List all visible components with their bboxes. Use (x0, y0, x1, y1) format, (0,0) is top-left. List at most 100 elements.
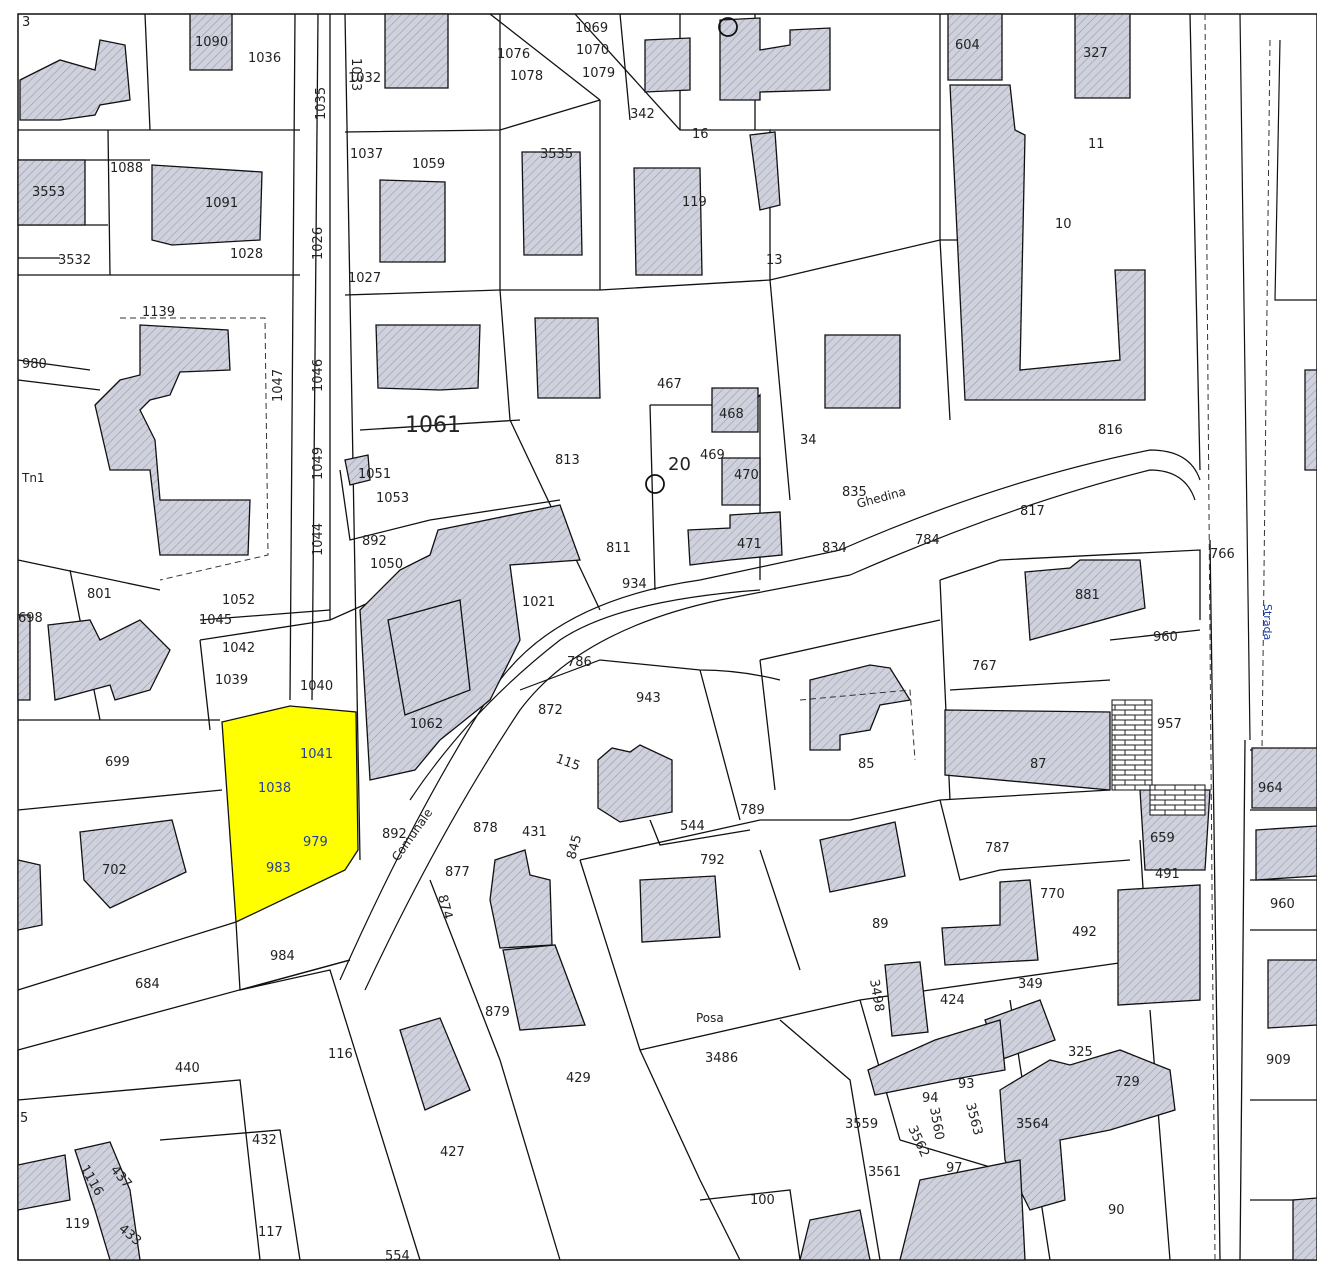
parcel-label: 834 (822, 541, 847, 556)
parcel-label: 816 (1098, 423, 1123, 438)
parcel-label: 1050 (370, 557, 403, 572)
parcel-label: 5 (20, 1111, 28, 1126)
building (74, 1141, 141, 1261)
parcel-label: 699 (105, 755, 130, 770)
parcel-label: 1047 (271, 369, 286, 402)
parcel-label: 813 (555, 453, 580, 468)
building (502, 944, 586, 1031)
parcel-label: 492 (1072, 925, 1097, 940)
brick-wall (1111, 699, 1153, 791)
parcel-label: 470 (734, 468, 759, 483)
parcel-label: 881 (1075, 588, 1100, 603)
parcel-label: 431 (522, 825, 547, 840)
parcel-label: 1038 (258, 781, 291, 796)
building (949, 84, 1146, 401)
building (17, 614, 31, 701)
parcel-label: 1062 (410, 717, 443, 732)
building (1024, 559, 1146, 641)
building (151, 164, 263, 246)
building (534, 317, 601, 399)
parcel-label: 892 (362, 534, 387, 549)
parcel-label: 1090 (195, 35, 228, 50)
parcel-labels: 3 1090 1036 1035 1033 1032 1069 1076 107… (18, 15, 1295, 1264)
parcel-label: 94 (922, 1091, 939, 1106)
parcel-boundaries (17, 13, 1317, 1261)
parcel-label: 604 (955, 38, 980, 53)
building (384, 13, 449, 89)
parcel-label: 1078 (510, 69, 543, 84)
building (799, 1209, 871, 1261)
parcel-label: 729 (1115, 1075, 1140, 1090)
parcel-label: 1035 (314, 87, 329, 120)
parcel-label: 792 (700, 853, 725, 868)
building (1267, 959, 1317, 1029)
parcel-label: 469 (700, 448, 725, 463)
parcel-label: 1091 (205, 196, 238, 211)
dashed-outline (799, 689, 916, 761)
parcel-label: 1070 (576, 43, 609, 58)
road-comunale-edge-b (364, 469, 1196, 991)
parcel-label: 877 (445, 865, 470, 880)
parcel-label: 1027 (348, 271, 381, 286)
parcel-label: 1079 (582, 66, 615, 81)
building (819, 821, 906, 893)
parcel-label: 87 (1030, 757, 1047, 772)
parcel-label: 811 (606, 541, 631, 556)
parcel-label: 11 (1088, 137, 1105, 152)
parcel-label: 979 (303, 835, 328, 850)
parcel-label: 429 (566, 1071, 591, 1086)
parcel-label: 3561 (868, 1165, 901, 1180)
survey-marker-icon[interactable] (718, 17, 738, 37)
building (947, 13, 1003, 81)
parcel-label: 878 (473, 821, 498, 836)
parcel-label: 325 (1068, 1045, 1093, 1060)
parcel-label: 964 (1258, 781, 1283, 796)
parcel-label: 789 (740, 803, 765, 818)
parcel-label: 1026 (311, 227, 326, 260)
parcel-label: 3 (22, 15, 30, 30)
parcel-label: 1052 (222, 593, 255, 608)
parcel-label: 1033 (348, 58, 363, 91)
dashed-boundary (1204, 13, 1271, 1261)
parcel-label: 960 (1153, 630, 1178, 645)
parcel-label: 872 (538, 703, 563, 718)
parcel-label: 1037 (350, 147, 383, 162)
buildings (17, 13, 1317, 1261)
parcel-label: 892 (382, 827, 407, 842)
parcel-label: 1036 (248, 51, 281, 66)
parcel-label: 117 (258, 1225, 283, 1240)
parcel-label: 1028 (230, 247, 263, 262)
building (687, 511, 783, 566)
parcel-label: 10 (1055, 217, 1072, 232)
building (867, 1019, 1006, 1096)
parcel-label: 1032 (348, 71, 381, 86)
building (489, 849, 553, 949)
parcel-label: 119 (682, 195, 707, 210)
parcel-label: 89 (872, 917, 889, 932)
parcel-label: 1045 (199, 613, 232, 628)
building (387, 599, 471, 716)
building (749, 131, 781, 211)
parcel-label: 342 (630, 107, 655, 122)
parcel-label: 3553 (32, 185, 65, 200)
parcel-label: 3498 (866, 978, 887, 1013)
parcel-label: 427 (440, 1145, 465, 1160)
dashed-outline (120, 317, 269, 581)
building (719, 17, 831, 101)
street-label-tn1: Tn1 (21, 471, 45, 485)
building (941, 879, 1039, 966)
building (809, 664, 912, 751)
parcel-label: 784 (915, 533, 940, 548)
parcel-label: 85 (858, 757, 875, 772)
survey-marker-icon[interactable] (645, 474, 665, 494)
building (375, 324, 481, 391)
building (79, 819, 187, 909)
parcel-label: 1046 (311, 359, 326, 392)
parcel-label: 471 (737, 537, 762, 552)
building (47, 619, 171, 701)
parcel-label: 983 (266, 861, 291, 876)
parcel-label: 770 (1040, 887, 1065, 902)
parcel-label: 467 (657, 377, 682, 392)
